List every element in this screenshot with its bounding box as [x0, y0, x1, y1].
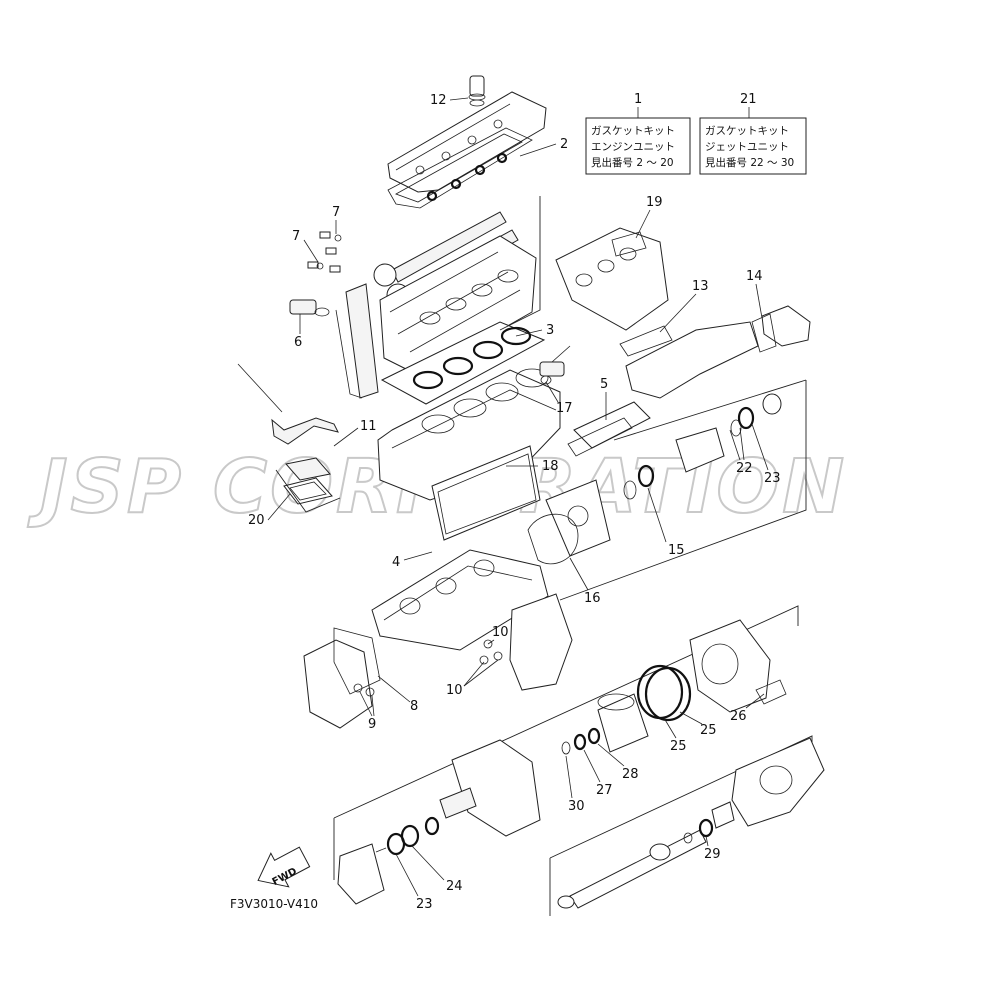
- callout-13: 13: [692, 279, 709, 294]
- crankcase-lower: [371, 549, 549, 651]
- callout-6: 6: [294, 335, 302, 350]
- callout-18: 18: [542, 459, 559, 474]
- frame-lines-engine: [275, 196, 807, 601]
- kit-box-engine: 1 ガスケットキット エンジンユニット 見出番号 2 ～ 20: [585, 92, 691, 175]
- crankcase-upper: [431, 445, 541, 541]
- gasket-26: [755, 679, 787, 705]
- callout-17: 17: [556, 401, 573, 416]
- callout-5: 5: [600, 377, 608, 392]
- callout-16: 16: [584, 591, 601, 606]
- callout-9: 9: [368, 717, 376, 732]
- callout-29: 29: [704, 847, 721, 862]
- jet-unit-parts: [333, 605, 825, 916]
- callout-2: 2: [560, 137, 568, 152]
- exhaust-gasket-19: [611, 231, 647, 257]
- callout-7-left: 7: [292, 229, 300, 244]
- oil-pipe: [237, 363, 339, 445]
- callout-10-top: 10: [492, 625, 509, 640]
- callout-25-left: 25: [670, 739, 687, 754]
- callout-24: 24: [446, 879, 463, 894]
- timing-chain: [335, 283, 379, 399]
- fwd-arrow: FWD: [257, 846, 311, 888]
- callout-8: 8: [410, 699, 418, 714]
- callout-23-top: 23: [764, 471, 781, 486]
- kit-21-line-3: 見出番号 22 ～ 30: [705, 156, 794, 169]
- sensor-17: [539, 345, 571, 385]
- kit-1-line-3: 見出番号 2 ～ 20: [591, 156, 674, 169]
- callouts: 12 2 7 7 6 19 14 13 3 17 5 11 18 22 23 2…: [248, 93, 781, 912]
- callout-7-top: 7: [332, 205, 340, 220]
- rear-cover: [479, 593, 573, 691]
- callout-19: 19: [646, 195, 663, 210]
- callout-23-bottom: 23: [416, 897, 433, 912]
- callout-22: 22: [736, 461, 753, 476]
- callout-10-bottom: 10: [446, 683, 463, 698]
- kit-box-jet: 21 ガスケットキット ジェットユニット 見出番号 22 ～ 30: [699, 92, 807, 175]
- callout-3: 3: [546, 323, 554, 338]
- intake-housing: [439, 739, 541, 837]
- head-gasket: [380, 321, 546, 405]
- engine-parts: [237, 75, 811, 729]
- callout-15: 15: [668, 543, 685, 558]
- chain-tensioner: [289, 299, 330, 317]
- seals-27-28-30: [561, 727, 601, 755]
- callout-12: 12: [430, 93, 447, 108]
- callout-21: 21: [740, 92, 757, 107]
- coupler-housing: [337, 843, 385, 905]
- gasket-16: [527, 513, 579, 565]
- exhaust-manifold: [555, 227, 669, 331]
- callout-30: 30: [568, 799, 585, 814]
- head-cover: [387, 91, 547, 193]
- callout-26: 26: [730, 709, 747, 724]
- callout-11: 11: [360, 419, 377, 434]
- oil-cover-5: [567, 401, 651, 457]
- kit-1-line-1: ガスケットキット: [591, 125, 675, 137]
- callout-20: 20: [248, 513, 265, 528]
- jet-pump-housing: [689, 619, 771, 713]
- magneto-cover: [303, 627, 381, 729]
- callout-27: 27: [596, 783, 613, 798]
- exhaust-pipe: [619, 305, 811, 399]
- oil-filler-cap: [468, 75, 486, 107]
- callout-4: 4: [392, 555, 400, 570]
- jet-nozzle: [731, 737, 825, 827]
- cylinder-head: [379, 235, 537, 377]
- kit-21-line-1: ガスケットキット: [705, 125, 789, 137]
- head-cover-gasket: [387, 127, 533, 209]
- drive-shaft: [557, 801, 735, 909]
- shaft-seals: [623, 393, 782, 500]
- o-rings-25: [636, 664, 692, 722]
- kit-21-line-2: ジェットユニット: [705, 141, 789, 153]
- bolts-7: [307, 231, 342, 273]
- callout-28: 28: [622, 767, 639, 782]
- impeller-liner: [597, 693, 649, 753]
- callout-1: 1: [634, 92, 642, 107]
- callout-14: 14: [746, 269, 763, 284]
- figure-code: F3V3010-V410: [230, 897, 318, 911]
- pump-housing: [545, 479, 611, 557]
- seals-23-24: [375, 816, 440, 856]
- kit-1-line-2: エンジンユニット: [591, 141, 675, 153]
- callout-25-right: 25: [700, 723, 717, 738]
